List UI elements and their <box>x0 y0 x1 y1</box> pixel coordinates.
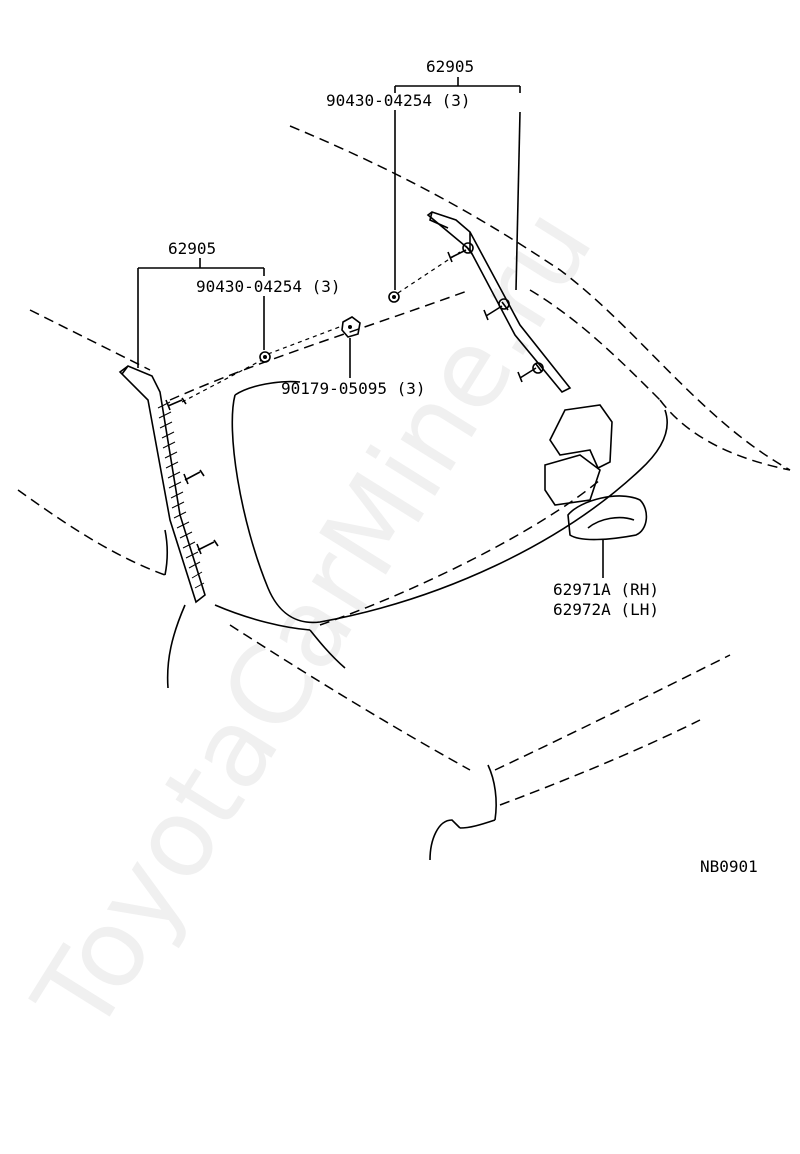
rh-pillar-garnish <box>426 211 572 394</box>
part-labels: 62905 90430-04254 (3) 62905 90430-04254 … <box>168 57 758 876</box>
room-lamp <box>567 495 648 541</box>
lh-pillar-garnish <box>118 365 219 604</box>
lh-screw-icon <box>259 351 271 363</box>
rh-screw-icon <box>388 291 400 303</box>
mirror-bracket <box>544 404 613 506</box>
label-lh-assembly: 62905 <box>168 239 216 258</box>
lh-garnish-hatching <box>157 401 205 589</box>
label-rh-assembly: 62905 <box>426 57 474 76</box>
rh-garnish-studs <box>447 242 544 383</box>
fasteners <box>259 291 400 363</box>
watermark-text: ToyotaCarMine.ru <box>11 187 618 1054</box>
label-lh-screw: 90430-04254 (3) <box>196 277 341 296</box>
label-lamp-rh: 62971A (RH) <box>553 580 659 599</box>
windshield-glass <box>231 380 669 624</box>
clip-icon <box>341 316 361 338</box>
label-lamp-lh: 62972A (LH) <box>553 600 659 619</box>
fastener-paths <box>181 251 461 403</box>
diagram-code: NB0901 <box>700 857 758 876</box>
callout-lines <box>137 77 604 578</box>
label-rh-screw: 90430-04254 (3) <box>326 91 471 110</box>
label-clip: 90179-05095 (3) <box>281 379 426 398</box>
vehicle-body-outline <box>17 125 791 861</box>
